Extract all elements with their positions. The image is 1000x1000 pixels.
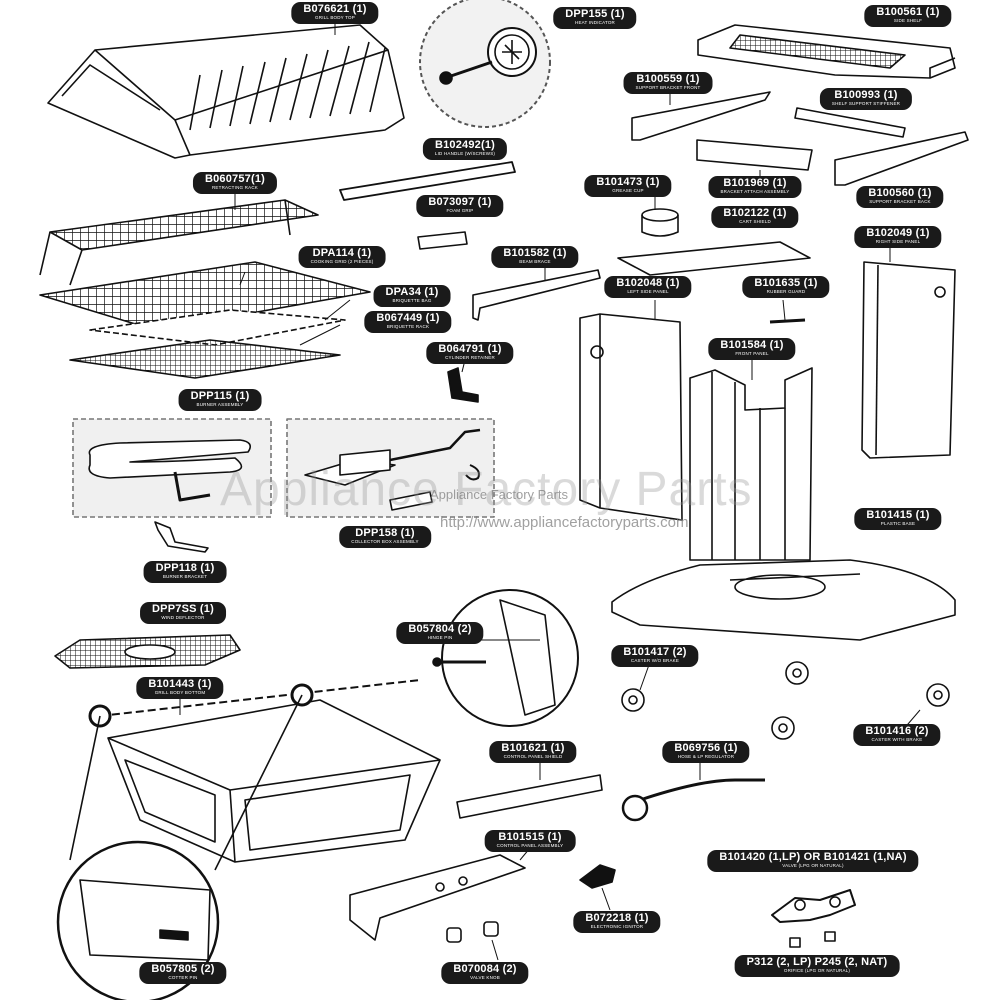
label-burner-bracket: DPP118 (1)BURNER BRACKET xyxy=(143,561,227,583)
label-briquette-rack: B067449 (1)BRIQUETTE RACK xyxy=(364,311,452,333)
hinge-pin-part xyxy=(432,589,579,727)
label-grill-body-top: B076621 (1)GRILL BODY TOP xyxy=(291,2,379,24)
briquette-bag-part xyxy=(89,309,346,346)
label-wind-deflector: DPP7SS (1)WIND DEFLECTOR xyxy=(140,602,226,624)
cart-shield-part xyxy=(617,241,811,276)
rubber-guard-part xyxy=(769,318,806,324)
support-bracket-back-part xyxy=(834,131,969,186)
hose-part xyxy=(639,778,765,802)
label-right-side-panel: B102049 (1)RIGHT SIDE PANEL xyxy=(854,226,942,248)
label-control-panel-shield: B101621 (1)CONTROL PANEL SHIELD xyxy=(489,741,577,763)
lid-handle-part xyxy=(339,161,516,201)
label-retracting-rack: B060757(1)RETRACTING RACK xyxy=(192,172,278,194)
orifice-part xyxy=(789,937,801,948)
retracting-rack-part xyxy=(39,199,319,286)
valve-part xyxy=(771,889,856,923)
label-cotter-pin: B057805 (2)COTTER PIN xyxy=(139,962,227,984)
cotter-pin-part xyxy=(56,694,303,1000)
briquette-rack-part xyxy=(69,339,341,379)
label-collector-box-assembly: DPP158 (1)COLLECTOR BOX ASSEMBLY xyxy=(339,526,431,548)
label-grease-cup: B101473 (1)GREASE CUP xyxy=(584,175,672,197)
label-side-shelf: B100561 (1)SIDE SHELF xyxy=(864,5,952,27)
grease-cup-part xyxy=(641,208,679,237)
label-grill-body-bottom: B101443 (1)GRILL BODY BOTTOM xyxy=(136,677,224,699)
burner-assembly-part xyxy=(72,418,272,518)
cooking-grid-part xyxy=(39,261,371,331)
label-rubber-guard: B101635 (1)RUBBER GUARD xyxy=(742,276,830,298)
watermark-small: Appliance Factory Parts xyxy=(430,487,569,502)
label-shelf-support-stiffener: B100993 (1)SHELF SUPPORT STIFFENER xyxy=(819,88,913,110)
label-control-panel-assembly: B101515 (1)CONTROL PANEL ASSEMBLY xyxy=(484,830,576,852)
side-shelf-part xyxy=(697,24,956,79)
electronic-ignitor-part xyxy=(579,864,616,889)
valve-knob-part-2 xyxy=(483,921,499,937)
valve-knob-part xyxy=(446,927,462,943)
label-bracket-attach-assembly: B101969 (1)BRACKET ATTACH ASSEMBLY xyxy=(708,176,802,198)
left-side-panel-part xyxy=(579,313,683,521)
right-side-panel-part xyxy=(861,261,956,459)
support-bracket-front-part xyxy=(631,91,771,141)
watermark-main: Appliance Factory Parts xyxy=(220,463,753,516)
caster-parts xyxy=(621,661,950,740)
label-electronic-ignitor: B072218 (1)ELECTRONIC IGNITOR xyxy=(573,911,661,933)
label-burner-assembly: DPP115 (1)BURNER ASSEMBLY xyxy=(178,389,262,411)
beam-brace-part xyxy=(472,269,601,321)
heat-indicator-part xyxy=(419,0,551,128)
wind-deflector-part xyxy=(54,634,241,669)
label-caster-with-brake: B101416 (2)CASTER WITH BRAKE xyxy=(853,724,941,746)
collector-box-assembly-part xyxy=(286,418,495,518)
plastic-base-part xyxy=(611,559,956,641)
control-panel-assembly-part xyxy=(349,854,526,941)
label-valve-knob: B070084 (2)VALVE KNOB xyxy=(441,962,529,984)
watermark-url: http://www.appliancefactoryparts.com xyxy=(440,514,689,531)
label-left-side-panel: B102048 (1)LEFT SIDE PANEL xyxy=(604,276,692,298)
grill-body-top-part xyxy=(47,24,405,159)
label-hinge-pin: B057804 (2)HINGE PIN xyxy=(396,622,484,644)
shelf-support-stiffener-part xyxy=(794,107,906,138)
label-beam-brace: B101582 (1)BEAM BRACE xyxy=(491,246,579,268)
regulator-part xyxy=(621,794,649,822)
burner-bracket-part xyxy=(154,521,209,553)
label-valve: B101420 (1,LP) OR B101421 (1,NA)VALVE (L… xyxy=(707,850,919,872)
label-caster-wo-brake: B101417 (2)CASTER W/O BRAKE xyxy=(611,645,699,667)
label-cart-shield: B102122 (1)CART SHIELD xyxy=(711,206,799,228)
label-briquette-bag: DPA34 (1)BRIQUETTE BAG xyxy=(373,285,451,307)
label-hose-lp-regulator: B069756 (1)HOSE & LP REGULATOR xyxy=(662,741,750,763)
foam-grip-part xyxy=(417,231,468,250)
bracket-attach-assembly-part xyxy=(696,139,813,171)
label-plastic-base: B101415 (1)PLASTIC BASE xyxy=(854,508,942,530)
cylinder-retainer-part xyxy=(447,367,479,403)
label-cylinder-retainer: B064791 (1)CYLINDER RETAINER xyxy=(426,342,514,364)
label-cooking-grid: DPA114 (1)COOKING GRID (2 PIECES) xyxy=(298,246,386,268)
label-orifice: P312 (2, LP) P245 (2, NAT)ORIFICE (LPG O… xyxy=(734,955,900,977)
label-support-bracket-back: B100560 (1)SUPPORT BRACKET BACK xyxy=(856,186,944,208)
label-front-panel: B101584 (1)FRONT PANEL xyxy=(708,338,796,360)
label-support-bracket-front: B100559 (1)SUPPORT BRACKET FRONT xyxy=(623,72,713,94)
front-panel-part xyxy=(689,367,813,561)
orifice-part-2 xyxy=(824,931,836,942)
label-foam-grip: B073097 (1)FOAM GRIP xyxy=(416,195,504,217)
label-heat-indicator: DPP155 (1)HEAT INDICATOR xyxy=(553,7,637,29)
control-panel-shield-part xyxy=(456,774,603,819)
label-lid-handle: B102492(1)LID HANDLE (W/SCREWS) xyxy=(422,138,508,160)
